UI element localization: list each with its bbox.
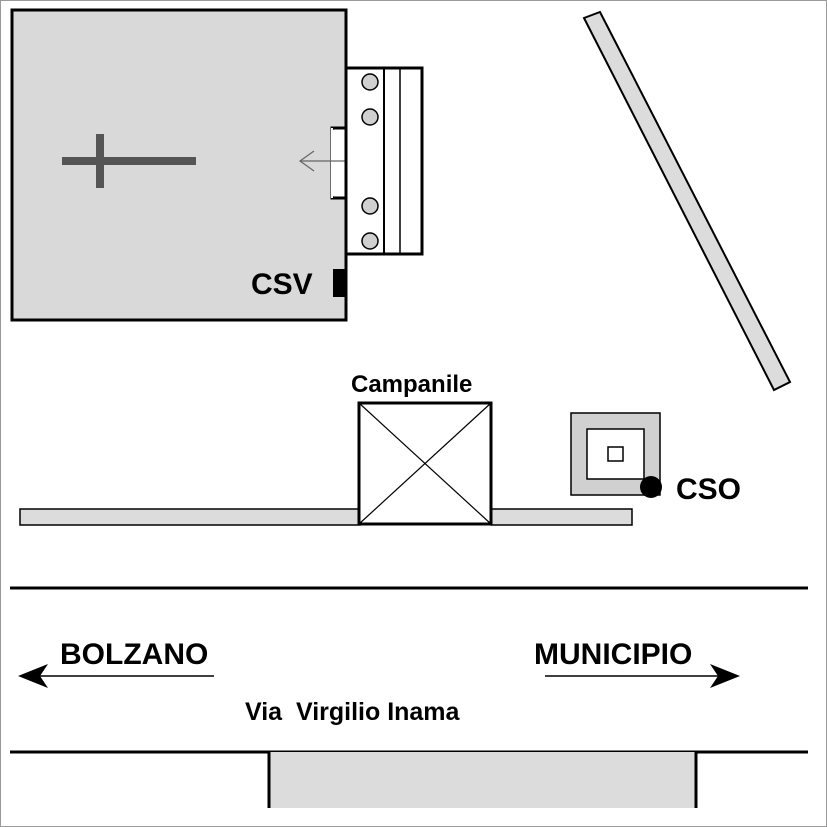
campanile-tower [357,401,493,526]
csv-label: CSV [251,268,313,301]
church-portico [344,66,424,256]
church-building [10,8,424,322]
dot-marker-icon [640,476,662,498]
arrow-left-icon [18,664,214,688]
building-bottom [267,752,698,808]
church-door-opening [333,130,347,196]
column [361,197,379,215]
column [361,73,379,91]
bolzano-label: BOLZANO [60,638,208,671]
campanile-label: Campanile [351,371,472,398]
column [361,108,379,126]
square-marker-icon [333,269,347,297]
wall-right [490,508,633,526]
arrow-right-icon [545,664,740,688]
cross-icon [62,134,196,188]
cso-label: CSO [676,473,741,506]
wall-left [19,508,361,526]
column [361,232,379,250]
municipio-label: MUNICIPIO [534,638,692,671]
street-name-label: Via Virgilio Inama [245,698,461,726]
diagonal-wall [582,10,792,392]
